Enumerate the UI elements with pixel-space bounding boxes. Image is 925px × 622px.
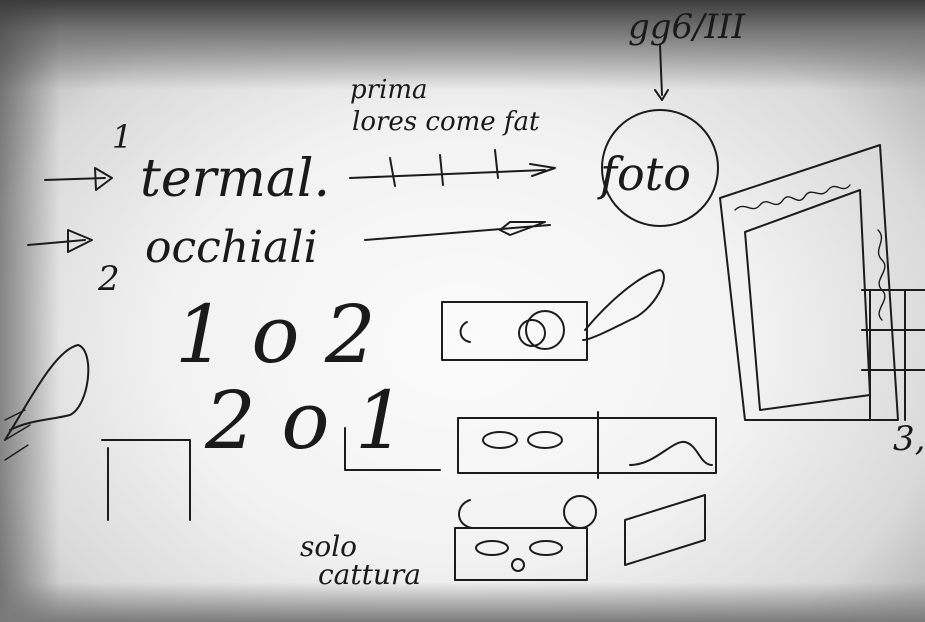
label-foto: foto	[597, 147, 691, 201]
sketch-goggle3-left	[476, 541, 508, 555]
sketch-box-1	[442, 302, 587, 360]
sketch-c	[461, 322, 470, 342]
arrow-down-to-foto	[655, 45, 668, 100]
sketch-swoosh-left	[5, 345, 88, 440]
sketch-door-outer	[720, 145, 898, 420]
label-termal: termal.	[140, 149, 330, 209]
edge-note: 3,	[893, 419, 925, 459]
sketch-door-zigzag	[735, 185, 850, 210]
sketch-curve	[630, 442, 712, 465]
sketch-eye	[519, 320, 545, 346]
sketch-goggle3-right	[530, 541, 562, 555]
sequence-2o1: 2 o 1	[204, 374, 406, 467]
sketch-box-2	[458, 418, 716, 473]
label-one: 1	[112, 118, 132, 156]
sketch-ear-left	[459, 500, 472, 528]
note-cattura: cattura	[318, 558, 421, 591]
sketch-ear-right	[564, 496, 596, 528]
sketch-parallelogram	[625, 495, 705, 565]
arrow-occhiali	[28, 230, 92, 252]
note-top-right: gg6/III	[628, 7, 745, 47]
label-occhiali: occhiali	[145, 222, 318, 273]
timeline-occhiali	[365, 222, 550, 240]
arrow-termal	[45, 168, 112, 190]
sketch-hand	[583, 270, 664, 340]
timeline-termal	[350, 150, 555, 186]
sequence-1o2: 1 o 2	[175, 288, 376, 381]
sketch-goggle-right	[528, 432, 562, 448]
sketch-box-3	[455, 528, 587, 580]
sketch-door-inner	[745, 190, 870, 410]
sketch-frame-left	[102, 440, 190, 520]
sketch-nose	[512, 559, 524, 571]
sketch-goggle-left	[483, 432, 517, 448]
sketch-door-wave	[878, 230, 885, 320]
note-prima: prima	[350, 75, 428, 105]
label-two-small: 2	[97, 259, 120, 299]
note-lores: lores come fat	[352, 107, 540, 137]
